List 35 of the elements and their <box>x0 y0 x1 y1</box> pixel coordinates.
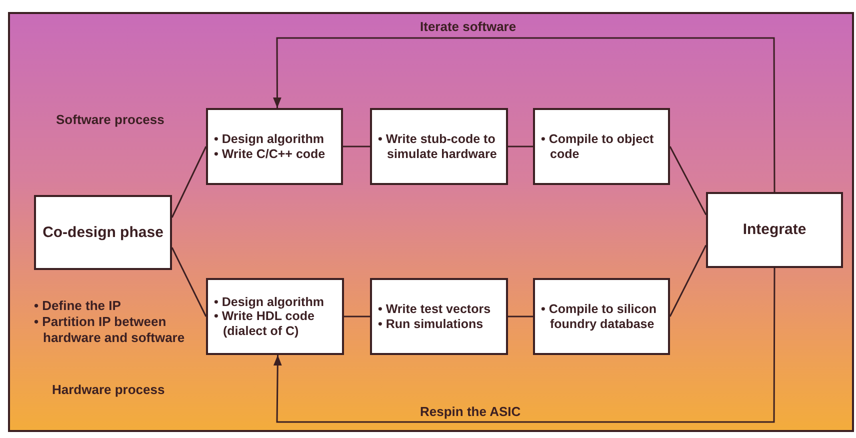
box-text: • Run simulations <box>378 316 484 331</box>
process-box <box>706 192 843 268</box>
arrow <box>273 37 776 192</box>
connector-line <box>343 146 370 148</box>
connector-line <box>669 146 707 216</box>
box-text: • Write HDL code (dialect of C) <box>214 309 316 338</box>
process-box <box>370 278 508 355</box>
arrow <box>273 268 776 423</box>
box-text: • Design algorithm <box>214 132 325 146</box>
process-box <box>34 195 172 270</box>
connector-line <box>171 146 207 218</box>
box-text: • Design algorithm <box>214 294 325 310</box>
process-box <box>206 278 344 355</box>
connector-line <box>508 146 533 148</box>
edge-label: Respin the ASIC <box>420 403 521 421</box>
box-text: Integrate <box>742 221 806 239</box>
connector-line <box>669 244 707 317</box>
edge-label: Iterate software <box>420 18 516 36</box>
note-text: • Partition IP between hardware and software <box>34 314 186 346</box>
box-text: Co-design phase <box>42 224 164 242</box>
note-text: Software process <box>56 112 166 128</box>
box-text: • Write test vectors <box>378 302 492 316</box>
box-text: • Write C/C++ code <box>214 146 326 161</box>
process-box <box>206 108 343 185</box>
connector-line <box>508 316 533 318</box>
connector-line <box>171 247 207 317</box>
box-text: • Compile to silicon foundry database <box>541 302 658 331</box>
process-box <box>370 108 508 185</box>
process-box <box>533 278 670 355</box>
connector-line <box>344 316 370 318</box>
box-text: • Compile to object code <box>541 132 655 161</box>
note-text: Hardware process <box>52 382 166 398</box>
process-box <box>533 108 670 185</box>
box-text: • Write stub-code to simulate hardware <box>378 132 498 161</box>
note-text: • Define the IP <box>34 298 122 314</box>
